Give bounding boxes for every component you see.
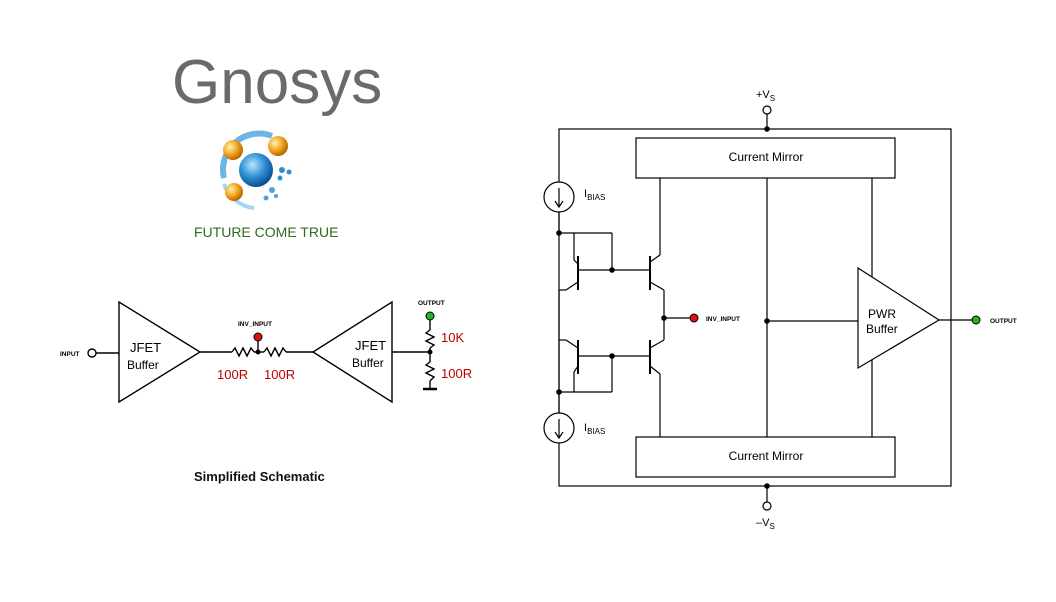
brand-tagline: FUTURE COME TRUE [194,224,339,240]
junction-dot [556,389,562,395]
output-label: OUTPUT [418,300,445,307]
wire [573,365,579,373]
resistor-2-zigzag [263,346,287,358]
r1-value: 100R [217,367,248,382]
inv-input-label: INV_INPUT [706,316,740,323]
resistor-10k-zigzag [424,329,436,349]
current-mirror-bottom-label: Current Mirror [729,449,804,463]
wire [649,254,661,263]
jfet-buffer-1-triangle [118,300,202,404]
logo-orange-sphere [225,183,243,201]
input-label: INPUT [60,351,80,358]
logo-dot [274,194,278,198]
logo-orange-sphere [223,140,243,160]
vs-pos-label: +VS [756,89,775,103]
r-bottom-value: 100R [441,366,472,381]
vs-pos-terminal [762,105,772,115]
inv-input-node [689,313,699,323]
resistor-1-zigzag [231,346,255,358]
logo-dot [263,195,269,201]
junction-dot [764,318,770,324]
junction-dot [427,349,433,355]
simplified-schematic: INPUT INV_INPUT OUTPUT JFET Buffer JFET … [60,300,472,404]
logo-center-sphere [239,153,273,187]
inv-input-label: INV_INPUT [238,321,272,328]
logo-dot [269,187,275,193]
r2-value: 100R [264,367,295,382]
buffer1-line1: JFET [130,340,161,355]
resistor-100r-zigzag [424,361,436,382]
schematic-caption: Simplified Schematic [194,469,325,484]
junction-dot [609,267,615,273]
inv-input-node [253,332,263,342]
current-mirror-top-label: Current Mirror [729,150,804,164]
output-node [425,311,435,321]
brand-logo [220,130,292,210]
pwr-buffer-triangle [857,266,941,370]
logo-orange-sphere [268,136,288,156]
logo-dot [279,167,285,173]
buffer1-line2: Buffer [127,358,159,372]
ibias-top-arrowhead [554,200,564,209]
pwr-buffer-line1: PWR [868,307,896,321]
detailed-schematic: +VS –VS Current Mirror Current Mirror IB… [543,89,1017,531]
brand-title: Gnosys [172,48,383,117]
logo-dot [286,169,292,175]
junction-dot [661,315,667,321]
wire [649,281,665,291]
output-label: OUTPUT [990,318,1017,325]
pwr-buffer-line2: Buffer [866,322,898,336]
wire [649,365,661,375]
ibias-bottom-label: IBIAS [584,422,605,436]
wire [649,339,665,349]
ibias-bottom-arrowhead [554,431,564,440]
wire [565,281,579,291]
current-mirror-bottom-box [635,436,896,478]
input-terminal [87,348,97,358]
buffer2-line2: Buffer [352,356,384,370]
buffer2-line1: JFET [355,338,386,353]
junction-dot [764,483,770,489]
vs-neg-label: –VS [756,517,775,531]
wire [565,339,579,349]
junction-dot [556,230,562,236]
logo-dot [277,175,283,181]
vs-neg-terminal [762,501,772,511]
junction-dot [609,353,615,359]
junction-dot [255,349,261,355]
r-top-value: 10K [441,330,464,345]
junction-dot [764,126,770,132]
output-node [971,315,981,325]
current-mirror-top-box [635,137,896,179]
ibias-top-label: IBIAS [584,188,605,202]
